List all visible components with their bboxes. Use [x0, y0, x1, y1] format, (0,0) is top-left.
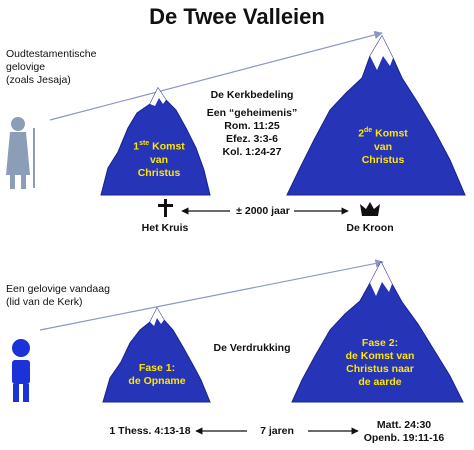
mountain-label-line: 1ste Komst	[120, 137, 198, 154]
mountain-label-line: Fase 2:	[361, 337, 399, 349]
mountain-first-coming	[100, 87, 211, 196]
viewer-label-bottom: Een gelovige vandaag (lid van de Kerk)	[6, 283, 110, 309]
viewer-label-bottom-line: (lid van de Kerk)	[6, 296, 83, 308]
timeline-right-top: De Kroon	[346, 222, 394, 234]
old-testament-believer-figure	[6, 117, 35, 189]
church-age-block: De Kerkbedeling Een “geheimenis” Rom. 11…	[198, 89, 306, 159]
mountain-second-coming	[286, 34, 466, 196]
mountain-label-line: de aarde	[358, 376, 402, 388]
mountain-label-line: Christus naar	[346, 363, 414, 375]
mountain-label-line: Fase 1:	[138, 362, 176, 374]
mountain-label-rest: Komst	[149, 140, 185, 153]
timeline-left-bottom: 1 Thess. 4:13-18	[109, 425, 191, 437]
viewer-label-bottom-line: Een gelovige vandaag	[6, 283, 110, 295]
mountain-label-rest: Komst	[372, 127, 408, 140]
page-title: De Twee Valleien	[149, 4, 325, 29]
timeline-right-bottom-line: Matt. 24:30	[376, 419, 432, 431]
mountain-label-line: 2de Komst	[340, 124, 426, 141]
timeline-right-bottom: Matt. 24:30 Openb. 19:11-16	[362, 419, 446, 445]
church-age-line: Een “geheimenis”	[206, 107, 298, 119]
mountain-first-coming-label: 1ste Komst van Christus	[120, 137, 198, 180]
mountain-label-line: de Opname	[128, 375, 186, 387]
timeline-center-bottom: 7 jaren	[260, 425, 294, 437]
mountain-second-phase-label: Fase 2: de Komst van Christus naar de aa…	[330, 337, 430, 389]
sight-line-bottom	[39, 259, 384, 331]
present-believer-figure	[12, 339, 30, 402]
timeline-center-top: ± 2000 jaar	[236, 205, 290, 217]
timeline-left-top: Het Kruis	[141, 222, 189, 234]
church-age-line: Efez. 3:3-6	[226, 133, 278, 145]
viewer-label-top-line: (zoals Jesaja)	[6, 74, 71, 86]
viewer-label-top: Oudtestamentische gelovige (zoals Jesaja…	[6, 48, 96, 87]
tribulation-heading: De Verdrukking	[213, 342, 291, 354]
church-age-line: Kol. 1:24-27	[222, 146, 282, 158]
mountain-label-line: van	[149, 153, 169, 166]
mountain-label-line: van	[373, 140, 393, 153]
mountain-label-line: Christus	[361, 153, 405, 166]
mountain-rapture	[102, 306, 211, 403]
viewer-label-top-line: Oudtestamentische	[6, 48, 97, 60]
viewer-label-top-line: gelovige	[6, 61, 46, 73]
crown-icon	[360, 202, 380, 216]
ordinal-suffix: de	[364, 127, 373, 134]
mountain-second-coming-label: 2de Komst van Christus	[340, 124, 426, 167]
timeline-right-bottom-line: Openb. 19:11-16	[363, 432, 445, 444]
sight-line-top	[49, 30, 383, 121]
mountain-second-phase	[291, 260, 464, 403]
mountain-label-line: de Komst van	[345, 350, 415, 362]
mountain-rapture-label: Fase 1: de Opname	[117, 362, 197, 388]
mountain-label-line: Christus	[137, 166, 181, 179]
mountain-label-number: 1	[133, 140, 140, 153]
cross-icon	[158, 199, 173, 217]
ordinal-suffix: ste	[139, 140, 150, 147]
mountain-label-number: 2	[358, 127, 365, 140]
church-age-line: Rom. 11:25	[224, 120, 280, 132]
church-age-heading: De Kerkbedeling	[210, 89, 294, 101]
